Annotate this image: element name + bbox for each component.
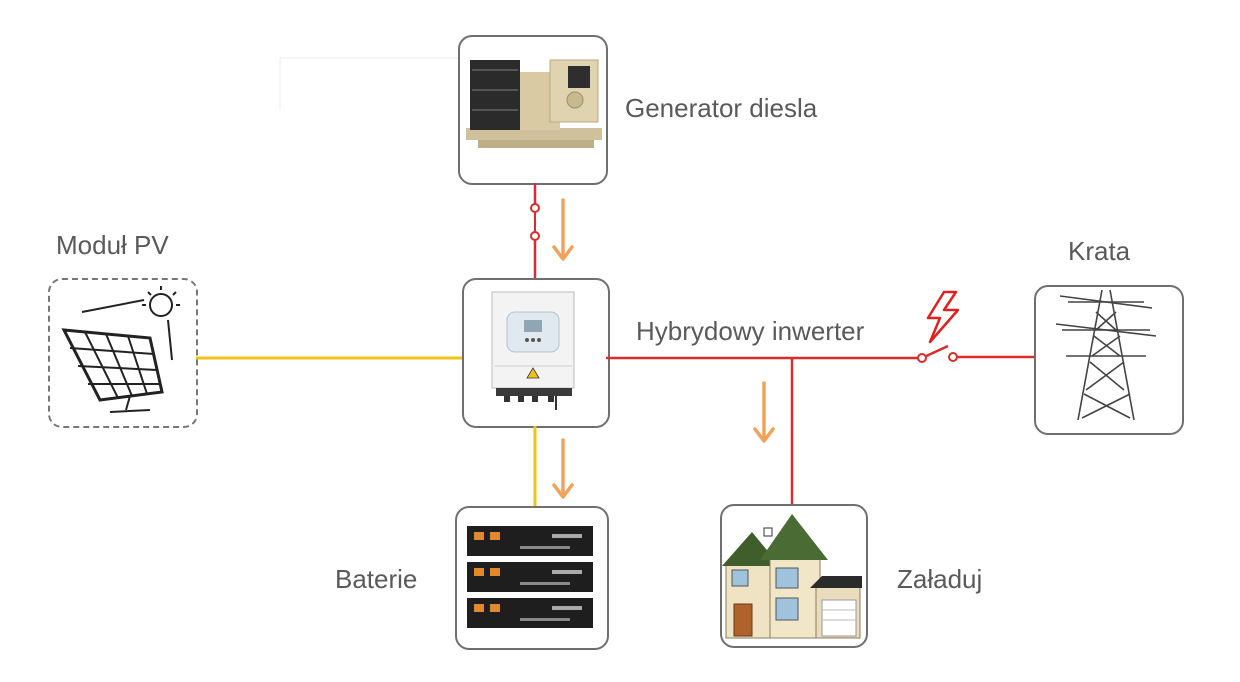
ac-lines <box>533 183 1034 504</box>
flow-arrows <box>552 198 775 499</box>
arrow-inverter-to-battery <box>552 438 574 499</box>
battery-stack-icon <box>467 526 593 628</box>
load-label: Załaduj <box>897 564 983 594</box>
solar-panel-icon <box>61 286 180 413</box>
inverter-label: Hybrydowy inwerter <box>636 316 865 346</box>
grid-switch-contact-left <box>917 353 927 363</box>
switch-contacts <box>530 203 958 363</box>
house-icon <box>722 514 862 639</box>
arrow-to-load <box>753 381 775 443</box>
gen-switch-contact-bottom <box>530 231 540 241</box>
pv-label: Moduł PV <box>56 230 169 260</box>
grid-label: Krata <box>1068 236 1131 266</box>
generator-label: Generator diesla <box>625 93 818 123</box>
dc-lines <box>196 356 537 506</box>
transmission-tower-icon <box>1055 289 1157 421</box>
hybrid-inverter-icon <box>491 291 575 410</box>
grid-box <box>1034 285 1184 435</box>
diesel-generator-icon <box>466 59 602 148</box>
gen-switch-contact-top <box>530 203 540 213</box>
arrow-generator-to-inverter <box>552 198 574 261</box>
battery-label: Baterie <box>335 564 418 594</box>
grid-switch-contact-right <box>948 352 958 362</box>
lightning-bolt-icon <box>926 290 960 344</box>
